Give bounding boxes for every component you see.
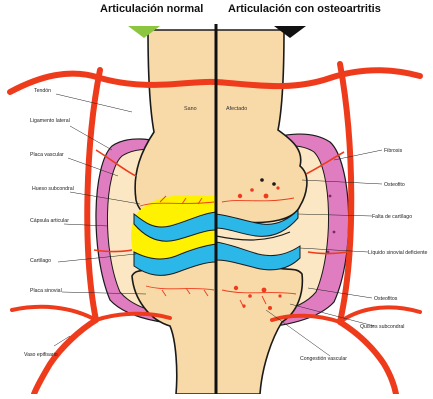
lower-bone-right: [216, 256, 302, 394]
label-deficient-synovial-fluid: Líquido sinovial deficiente: [368, 250, 428, 256]
osteoarthritis-joint-title: Articulación con osteoartritis: [228, 3, 381, 15]
label-fibrosis: Fibrosis: [384, 148, 403, 154]
label-tendon: Tendón: [34, 88, 51, 94]
label-subchondral-cysts: Quistes subcondral: [360, 324, 404, 330]
label-vascular-plate: Placa vascular: [30, 152, 64, 158]
center-label-left: Sano: [184, 106, 197, 112]
lower-bone-left: [132, 258, 216, 394]
label-cartilage: Cartílago: [30, 258, 51, 264]
label-epiphyseal-vessel: Vaso epifisario: [24, 352, 58, 358]
label-osteophytes: Osteofitos: [374, 296, 398, 302]
label-synovial-plate: Placa sinovial: [30, 288, 62, 294]
vessel-bottom-right: [340, 322, 396, 394]
label-vascular-congestion: Congestión vascular: [300, 356, 347, 362]
label-subchondral-bone: Hueso subcondral: [32, 186, 74, 192]
upper-bone-right: [216, 30, 307, 222]
label-osteophyte: Osteofito: [384, 182, 405, 188]
label-joint-capsule: Cápsula articular: [30, 218, 69, 224]
label-cartilage-loss: Falta de cartílago: [372, 214, 412, 220]
upper-bone-left: [135, 30, 216, 222]
center-label-right: Afectado: [226, 106, 247, 112]
normal-joint-title: Articulación normal: [100, 3, 203, 15]
label-lateral-ligament: Ligamento lateral: [30, 118, 70, 124]
